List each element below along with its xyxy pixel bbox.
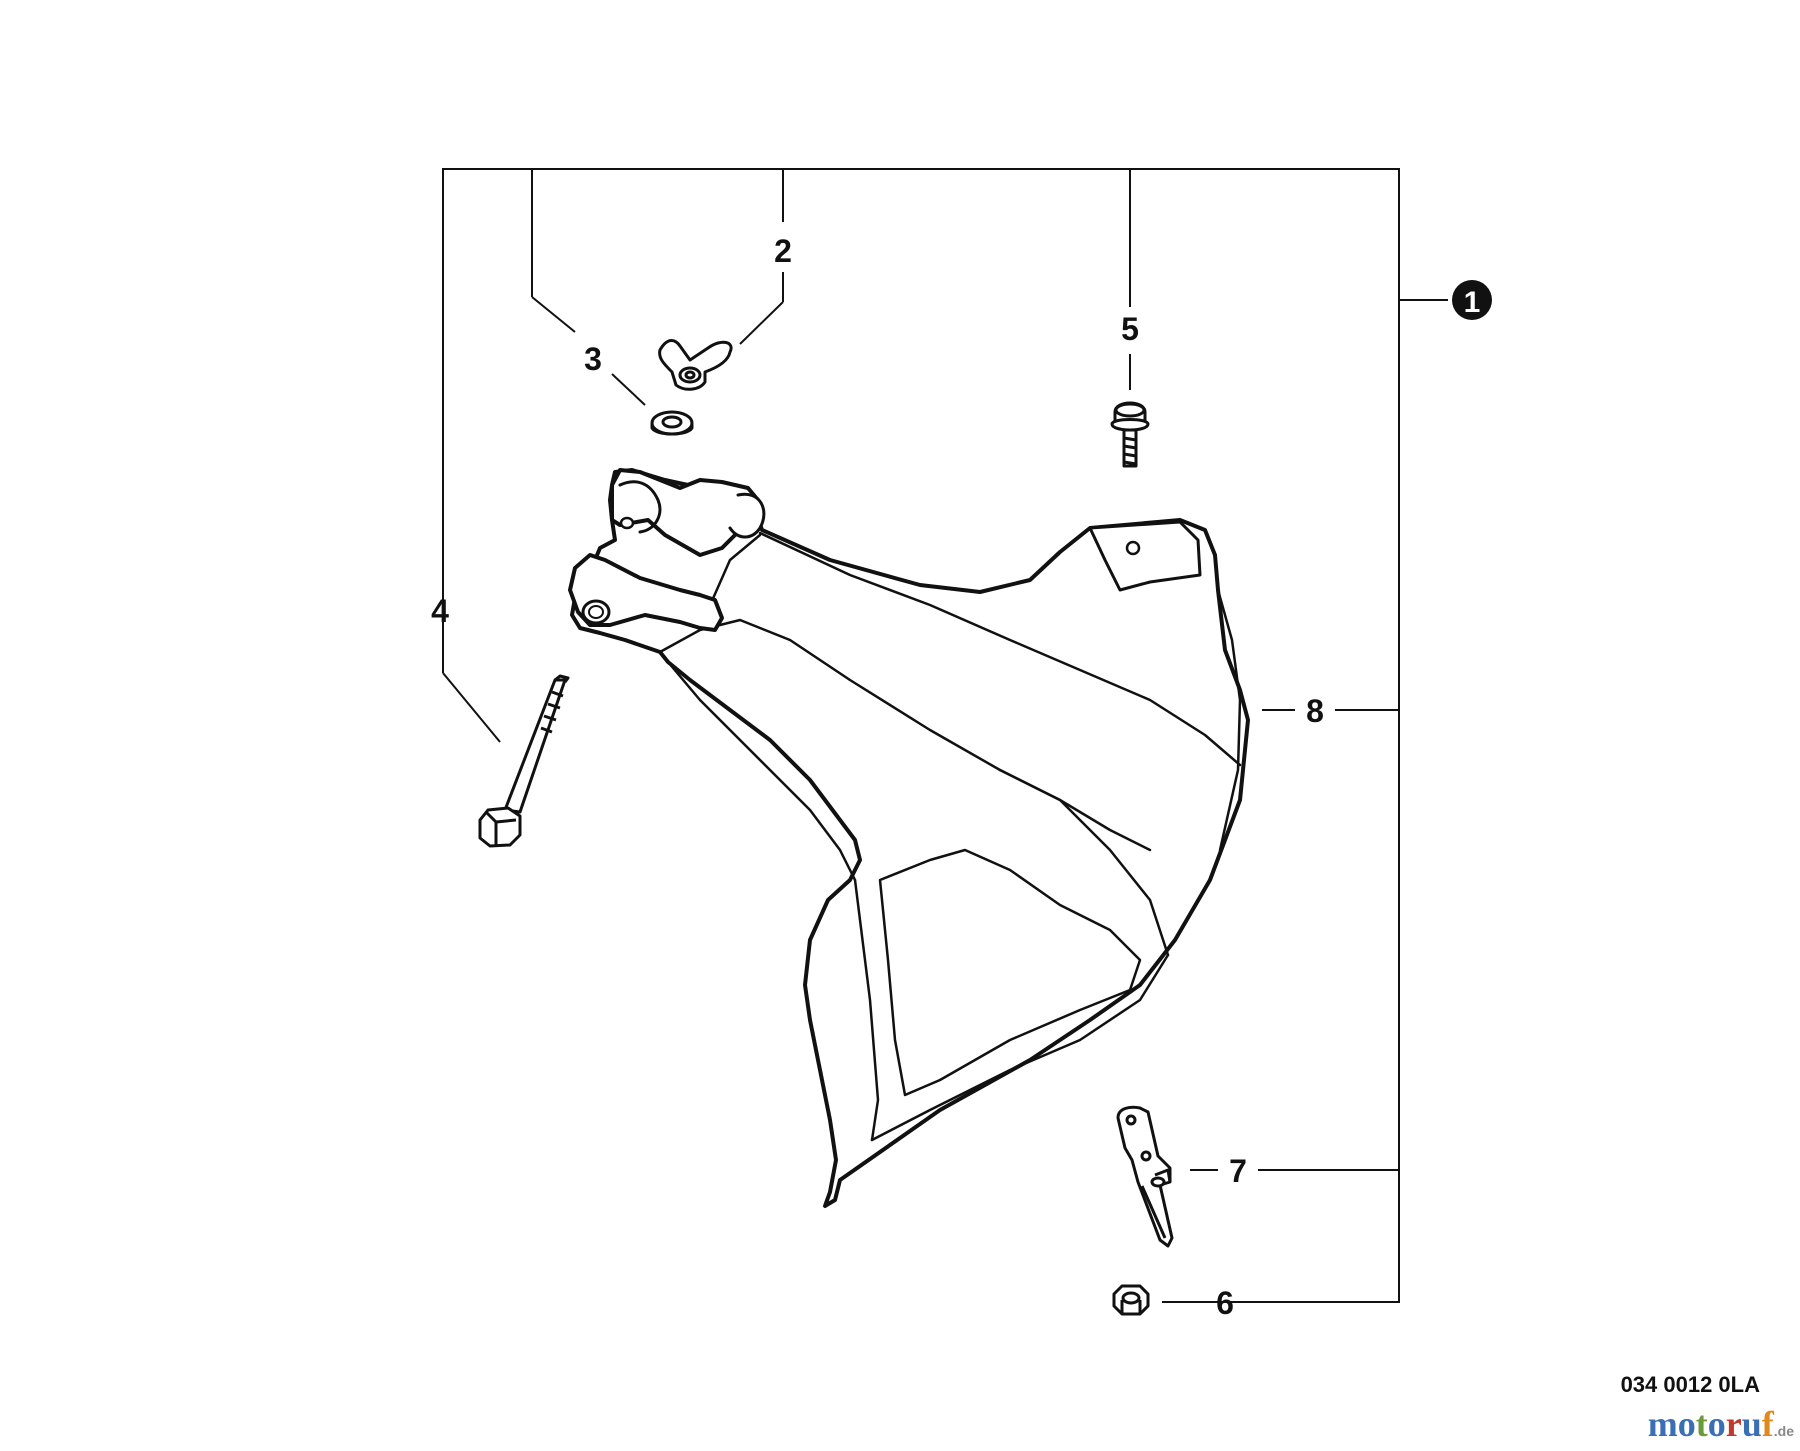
hex-bolt-long bbox=[480, 676, 568, 846]
logo-letter: f bbox=[1761, 1404, 1774, 1444]
leader-lines bbox=[443, 169, 1448, 1302]
hex-nut bbox=[1114, 1286, 1148, 1314]
callout-7: 7 bbox=[1229, 1153, 1247, 1189]
callout-8: 8 bbox=[1306, 693, 1324, 729]
callout-2: 2 bbox=[774, 233, 792, 269]
callout-5: 5 bbox=[1121, 311, 1139, 347]
callout-4: 4 bbox=[431, 593, 449, 629]
bracket-plate bbox=[1118, 1107, 1172, 1246]
logo-letter: t bbox=[1695, 1404, 1708, 1444]
logo-letter: o bbox=[1677, 1404, 1696, 1444]
wing-nut bbox=[660, 341, 731, 390]
callout-1: 1 bbox=[1464, 286, 1481, 319]
logo-letter: u bbox=[1741, 1404, 1762, 1444]
flat-washer bbox=[652, 412, 692, 434]
logo-letter: r bbox=[1725, 1404, 1742, 1444]
logo-letter: o bbox=[1707, 1404, 1726, 1444]
drawing-code: 034 0012 0LA bbox=[1620, 1372, 1760, 1397]
logo-letter: m bbox=[1647, 1404, 1678, 1444]
assembly-marker: 1 bbox=[1452, 280, 1492, 320]
logo-tld: .de bbox=[1773, 1423, 1794, 1439]
screw-short bbox=[1112, 403, 1148, 466]
callout-6: 6 bbox=[1216, 1285, 1234, 1321]
callout-3: 3 bbox=[584, 341, 602, 377]
watermark-logo: motoruf.de bbox=[1618, 1404, 1794, 1444]
guard-shield bbox=[570, 470, 1248, 1206]
